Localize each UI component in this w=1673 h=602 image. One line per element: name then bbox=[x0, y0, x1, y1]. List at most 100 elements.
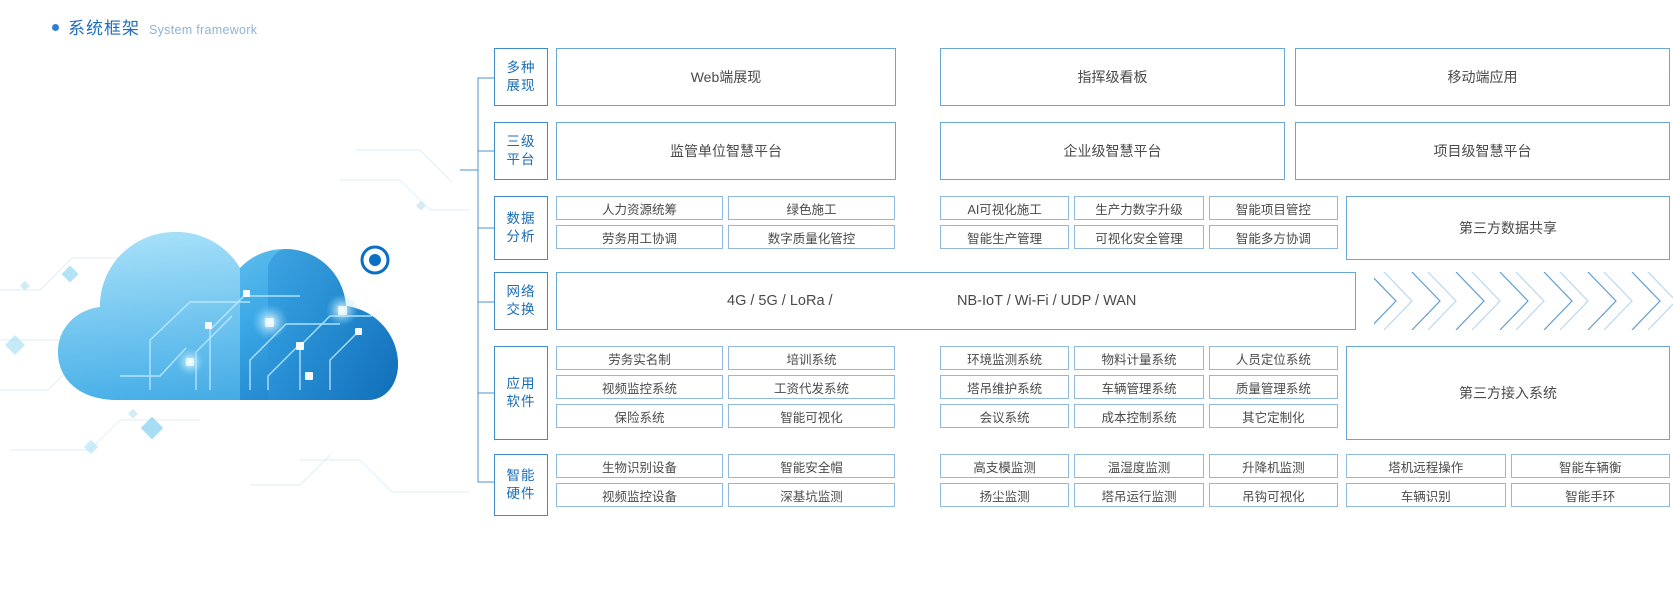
chip-smart-multiparty-coord[interactable]: 智能多方协调 bbox=[1208, 225, 1338, 249]
chip-smart-project-control[interactable]: 智能项目管控 bbox=[1208, 196, 1338, 220]
chevron-arrows-icon bbox=[1374, 272, 1673, 330]
category-line-1: 智能 bbox=[506, 467, 536, 483]
network-protocols-group-1: 4G / 5G / LoRa / bbox=[727, 293, 833, 309]
chip-cost-control-system[interactable]: 成本控制系统 bbox=[1074, 404, 1204, 428]
spacer bbox=[1338, 196, 1346, 260]
data-analysis-middle-group: AI可视化施工 生产力数字升级 智能项目管控 智能生产管理 可视化安全管理 智能… bbox=[940, 196, 1338, 260]
chip-environment-monitoring[interactable]: 环境监测系统 bbox=[940, 346, 1070, 370]
category-data-analysis: 数据 分析 bbox=[494, 196, 548, 260]
page-subtitle: System framework bbox=[149, 23, 258, 37]
chip-training-system[interactable]: 培训系统 bbox=[728, 346, 895, 370]
network-protocols-group-2: NB-IoT / Wi-Fi / UDP / WAN bbox=[957, 293, 1137, 309]
page-title: 系统框架 bbox=[68, 19, 140, 38]
box-mobile-app[interactable]: 移动端应用 bbox=[1295, 48, 1670, 106]
category-line-2: 展现 bbox=[506, 78, 536, 93]
hardware-middle-group: 高支模监测 温湿度监测 升降机监测 扬尘监测 塔吊运行监测 吊钩可视化 bbox=[940, 454, 1338, 516]
chip-line: 环境监测系统 物料计量系统 人员定位系统 bbox=[940, 346, 1338, 370]
spacer bbox=[896, 196, 940, 260]
category-line-2: 分析 bbox=[506, 229, 536, 244]
box-supervisor-platform[interactable]: 监管单位智慧平台 bbox=[556, 122, 896, 180]
chip-video-surveillance-system[interactable]: 视频监控系统 bbox=[556, 375, 723, 399]
chip-material-metering[interactable]: 物料计量系统 bbox=[1074, 346, 1204, 370]
chip-high-formwork-monitoring[interactable]: 高支模监测 bbox=[940, 454, 1070, 478]
chip-digital-quality-control[interactable]: 数字质量化管控 bbox=[728, 225, 895, 249]
chip-green-construction[interactable]: 绿色施工 bbox=[728, 196, 895, 220]
page-header: 系统框架 System framework bbox=[52, 14, 257, 39]
chip-vehicle-recognition[interactable]: 车辆识别 bbox=[1346, 483, 1506, 507]
chip-smart-visualization[interactable]: 智能可视化 bbox=[728, 404, 895, 428]
data-analysis-left-group: 人力资源统筹 绿色施工 劳务用工协调 数字质量化管控 bbox=[556, 196, 896, 260]
network-protocol-bar[interactable]: 4G / 5G / LoRa / NB-IoT / Wi-Fi / UDP / … bbox=[556, 272, 1356, 330]
chip-line: 扬尘监测 塔吊运行监测 吊钩可视化 bbox=[940, 483, 1338, 507]
hardware-left-group: 生物识别设备 智能安全帽 视频监控设备 深基坑监测 bbox=[556, 454, 896, 516]
row-data-analysis: 数据 分析 人力资源统筹 绿色施工 劳务用工协调 数字质量化管控 bbox=[494, 196, 1670, 260]
chip-quality-management[interactable]: 质量管理系统 bbox=[1208, 375, 1338, 399]
chip-line: 智能生产管理 可视化安全管理 智能多方协调 bbox=[940, 225, 1338, 249]
chip-hr-coordination[interactable]: 人力资源统筹 bbox=[556, 196, 723, 220]
chip-tower-crane-operation[interactable]: 塔吊运行监测 bbox=[1074, 483, 1204, 507]
category-line-1: 三级 bbox=[506, 133, 536, 149]
chip-line: 生物识别设备 智能安全帽 bbox=[556, 454, 896, 478]
spacer bbox=[1285, 48, 1295, 106]
chip-meeting-system[interactable]: 会议系统 bbox=[940, 404, 1070, 428]
spacer bbox=[1338, 346, 1346, 440]
category-line-2: 硬件 bbox=[506, 486, 536, 501]
row-1-cells: Web端展现 指挥级看板 移动端应用 bbox=[556, 48, 1670, 106]
chip-hook-visualization[interactable]: 吊钩可视化 bbox=[1208, 483, 1338, 507]
hardware-right-group: 塔机远程操作 智能车辆衡 车辆识别 智能手环 bbox=[1346, 454, 1670, 516]
row-5-cells: 劳务实名制 培训系统 视频监控系统 工资代发系统 保险系统 智能可视化 bbox=[556, 346, 1670, 440]
category-network-exchange: 网络 交换 bbox=[494, 272, 548, 330]
row-network-exchange: 网络 交换 4G / 5G / LoRa / NB-IoT / Wi-Fi / … bbox=[494, 272, 1673, 330]
category-line-1: 数据 bbox=[506, 210, 536, 226]
spacer bbox=[896, 454, 940, 516]
chip-ai-visual-construction[interactable]: AI可视化施工 bbox=[940, 196, 1070, 220]
row-4-cells: 4G / 5G / LoRa / NB-IoT / Wi-Fi / UDP / … bbox=[556, 272, 1673, 330]
category-line-2: 软件 bbox=[506, 394, 536, 409]
row-multi-display: 多种 展现 Web端展现 指挥级看板 移动端应用 bbox=[494, 48, 1670, 106]
chip-video-surveillance-device[interactable]: 视频监控设备 bbox=[556, 483, 723, 507]
chip-vehicle-management[interactable]: 车辆管理系统 bbox=[1074, 375, 1204, 399]
chip-smart-helmet[interactable]: 智能安全帽 bbox=[728, 454, 895, 478]
framework-rows: 多种 展现 Web端展现 指挥级看板 移动端应用 三级 平台 监管单位智慧平台 … bbox=[494, 48, 1673, 518]
chip-dust-monitoring[interactable]: 扬尘监测 bbox=[940, 483, 1070, 507]
chip-other-customization[interactable]: 其它定制化 bbox=[1208, 404, 1338, 428]
row-6-cells: 生物识别设备 智能安全帽 视频监控设备 深基坑监测 高支模监测 温湿度监测 升降… bbox=[556, 454, 1670, 516]
category-application-software: 应用 软件 bbox=[494, 346, 548, 440]
box-third-party-access-system[interactable]: 第三方接入系统 bbox=[1346, 346, 1670, 440]
spacer bbox=[1338, 454, 1346, 516]
chip-tower-crane-maintenance[interactable]: 塔吊维护系统 bbox=[940, 375, 1070, 399]
chip-line: 视频监控设备 深基坑监测 bbox=[556, 483, 896, 507]
spacer bbox=[896, 48, 940, 106]
box-command-board[interactable]: 指挥级看板 bbox=[940, 48, 1285, 106]
chip-labor-coordination[interactable]: 劳务用工协调 bbox=[556, 225, 723, 249]
tree-connector-lines bbox=[460, 77, 500, 483]
app-software-left-group: 劳务实名制 培训系统 视频监控系统 工资代发系统 保险系统 智能可视化 bbox=[556, 346, 896, 440]
box-third-party-data-sharing[interactable]: 第三方数据共享 bbox=[1346, 196, 1670, 260]
chip-visual-safety-mgmt[interactable]: 可视化安全管理 bbox=[1074, 225, 1204, 249]
chip-smart-production-mgmt[interactable]: 智能生产管理 bbox=[940, 225, 1070, 249]
spacer bbox=[896, 122, 940, 180]
chip-payroll-agency-system[interactable]: 工资代发系统 bbox=[728, 375, 895, 399]
chip-temp-humidity-monitoring[interactable]: 温湿度监测 bbox=[1074, 454, 1204, 478]
chip-line: 高支模监测 温湿度监测 升降机监测 bbox=[940, 454, 1338, 478]
chip-line: 保险系统 智能可视化 bbox=[556, 404, 896, 428]
row-three-tier-platform: 三级 平台 监管单位智慧平台 企业级智慧平台 项目级智慧平台 bbox=[494, 122, 1670, 180]
box-web-display[interactable]: Web端展现 bbox=[556, 48, 896, 106]
chip-biometric-device[interactable]: 生物识别设备 bbox=[556, 454, 723, 478]
chip-personnel-positioning[interactable]: 人员定位系统 bbox=[1208, 346, 1338, 370]
chip-smart-wristband[interactable]: 智能手环 bbox=[1510, 483, 1670, 507]
chip-deep-foundation-monitoring[interactable]: 深基坑监测 bbox=[728, 483, 895, 507]
chip-tower-remote-operation[interactable]: 塔机远程操作 bbox=[1346, 454, 1506, 478]
chip-smart-weighbridge[interactable]: 智能车辆衡 bbox=[1510, 454, 1670, 478]
chip-line: 劳务用工协调 数字质量化管控 bbox=[556, 225, 896, 249]
category-three-tier-platform: 三级 平台 bbox=[494, 122, 548, 180]
chip-lift-monitoring[interactable]: 升降机监测 bbox=[1208, 454, 1338, 478]
box-project-platform[interactable]: 项目级智慧平台 bbox=[1295, 122, 1670, 180]
app-software-middle-group: 环境监测系统 物料计量系统 人员定位系统 塔吊维护系统 车辆管理系统 质量管理系… bbox=[940, 346, 1338, 440]
chip-productivity-upgrade[interactable]: 生产力数字升级 bbox=[1074, 196, 1204, 220]
category-line-1: 多种 bbox=[506, 59, 536, 75]
chip-labor-real-name[interactable]: 劳务实名制 bbox=[556, 346, 723, 370]
category-line-1: 应用 bbox=[506, 375, 536, 391]
box-enterprise-platform[interactable]: 企业级智慧平台 bbox=[940, 122, 1285, 180]
chip-insurance-system[interactable]: 保险系统 bbox=[556, 404, 723, 428]
